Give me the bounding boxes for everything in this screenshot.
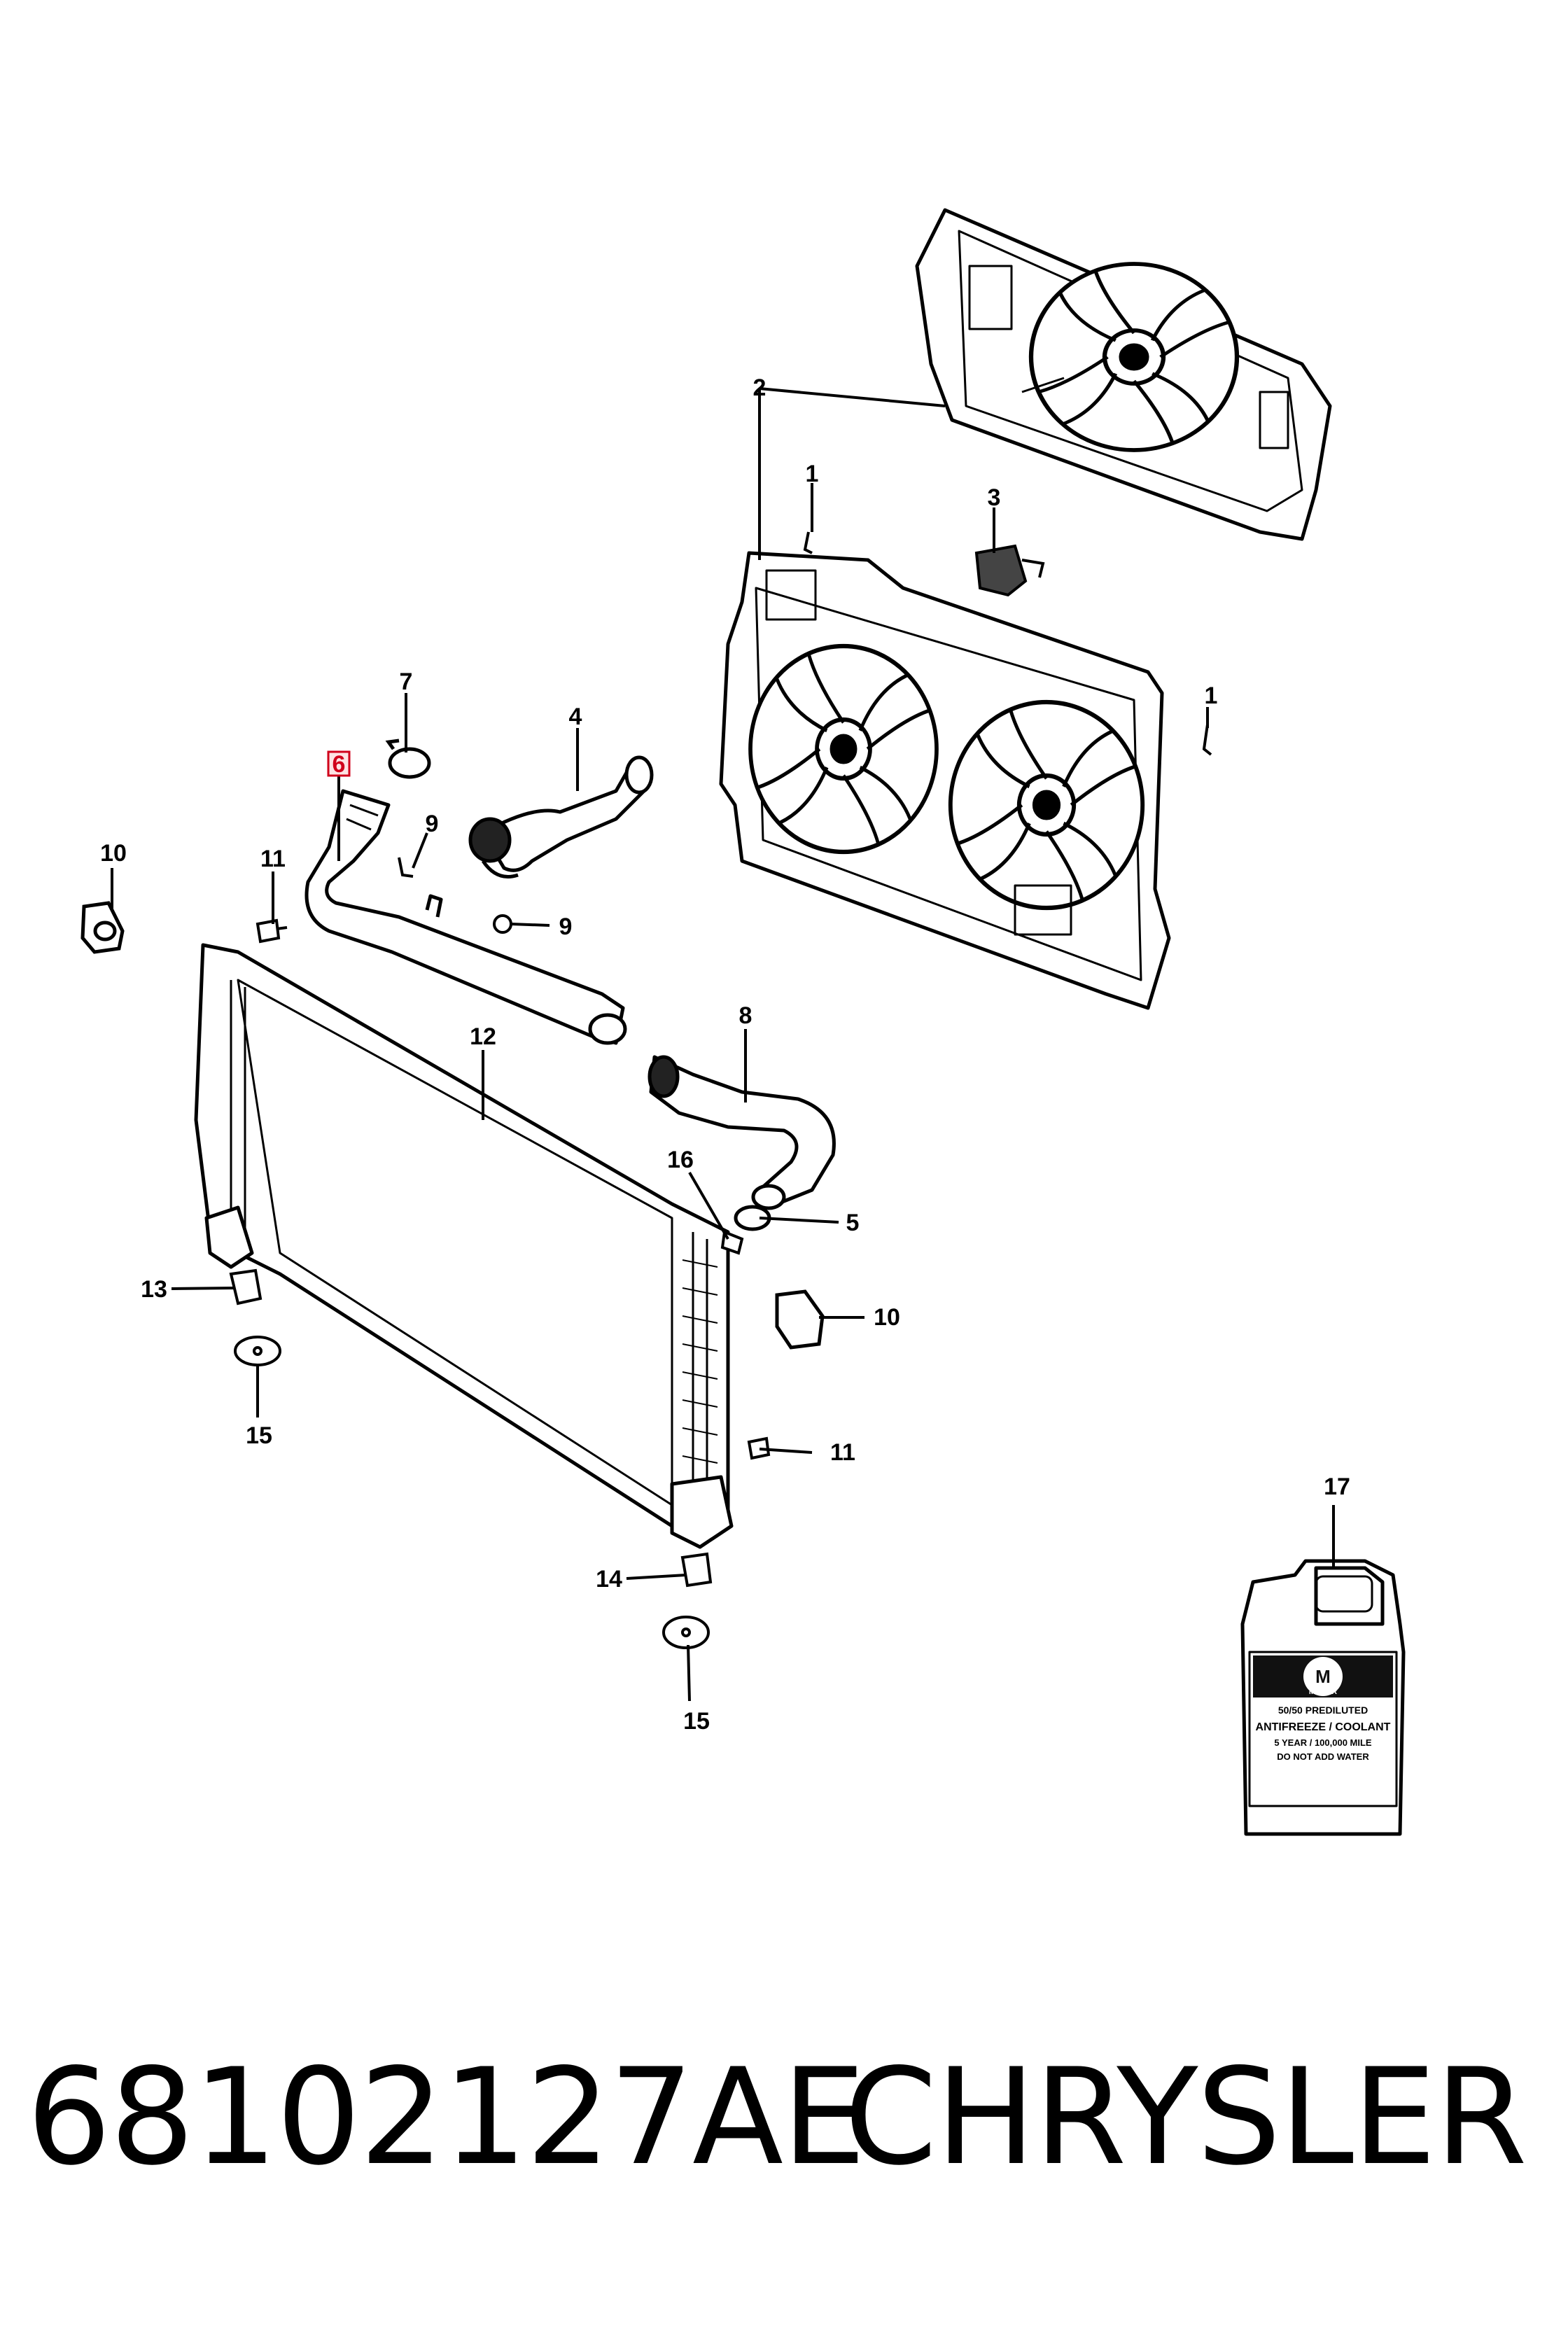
- clip-fastener-upper: [803, 531, 813, 554]
- jug-label-line3: 5 YEAR / 100,000 MILE: [1274, 1737, 1372, 1748]
- callout-2: 2: [753, 374, 766, 401]
- radiator: [194, 943, 734, 1549]
- callout-9-lower: 9: [559, 913, 573, 940]
- callout-10-left: 10: [100, 840, 127, 867]
- coolant-jug: M: [1240, 1559, 1406, 1836]
- callout-7: 7: [400, 668, 413, 695]
- leader-lines: [111, 387, 1335, 1702]
- part-number-label: 68102127AE: [27, 2040, 866, 2194]
- callout-labels: 2 1 3 1 7 4 6 9 9 10 11 12 8 16 5 13 10 …: [100, 374, 1350, 1735]
- callout-9-upper: 9: [426, 811, 439, 837]
- callout-11-left: 11: [260, 846, 286, 872]
- clip-fastener-right: [1202, 724, 1212, 756]
- bolt-left: [255, 918, 288, 944]
- callout-15-right: 15: [683, 1708, 710, 1735]
- callout-8: 8: [739, 1002, 752, 1029]
- jug-label-brand: MOPAR: [1309, 1688, 1337, 1696]
- svg-text:M: M: [1315, 1666, 1331, 1687]
- fan-shroud-single: [915, 208, 1332, 541]
- upper-radiator-hose: [304, 789, 627, 1045]
- callout-10-right: 10: [874, 1304, 900, 1331]
- hose-clamp-small-b: [493, 914, 512, 934]
- callout-3: 3: [988, 484, 1001, 511]
- jug-label-line1: 50/50 PREDILUTED: [1278, 1704, 1368, 1716]
- radiator-bracket-right: [775, 1289, 825, 1350]
- isolator-left: [234, 1336, 281, 1366]
- callout-15-left: 15: [246, 1422, 272, 1449]
- callout-4: 4: [569, 704, 582, 730]
- bolt-right: [747, 1436, 771, 1460]
- jug-label-line4: DO NOT ADD WATER: [1277, 1751, 1369, 1762]
- callout-6-highlight-box: [327, 750, 351, 777]
- callout-1-upper: 1: [806, 461, 819, 487]
- brand-label: CHRYSLER: [844, 2040, 1527, 2194]
- callout-13: 13: [141, 1276, 167, 1303]
- callout-11-right: 11: [830, 1439, 855, 1466]
- callout-16: 16: [667, 1147, 694, 1173]
- radiator-bracket-left: [80, 901, 125, 954]
- hose-clamp-small-a: [398, 857, 414, 878]
- callout-17: 17: [1324, 1474, 1350, 1500]
- fan-control-module: [974, 544, 1045, 597]
- jug-label-text: MOPAR 50/50 PREDILUTED ANTIFREEZE / COOL…: [1256, 1688, 1391, 1762]
- fan-shroud-dual: [719, 551, 1171, 1010]
- lower-bracket-right: [680, 1552, 713, 1588]
- callout-5: 5: [846, 1210, 860, 1236]
- hose-clamp-upper: [385, 738, 431, 779]
- callout-6: 6: [332, 751, 346, 778]
- radiator-inlet-hose: [468, 755, 654, 878]
- lower-bracket-left: [229, 1268, 262, 1306]
- lower-radiator-hose: [648, 1055, 836, 1210]
- callout-14: 14: [596, 1566, 622, 1592]
- jug-label-line2: ANTIFREEZE / COOLANT: [1256, 1721, 1391, 1733]
- callout-1-right: 1: [1205, 682, 1218, 709]
- isolator-right: [662, 1616, 710, 1649]
- callout-12: 12: [470, 1023, 496, 1050]
